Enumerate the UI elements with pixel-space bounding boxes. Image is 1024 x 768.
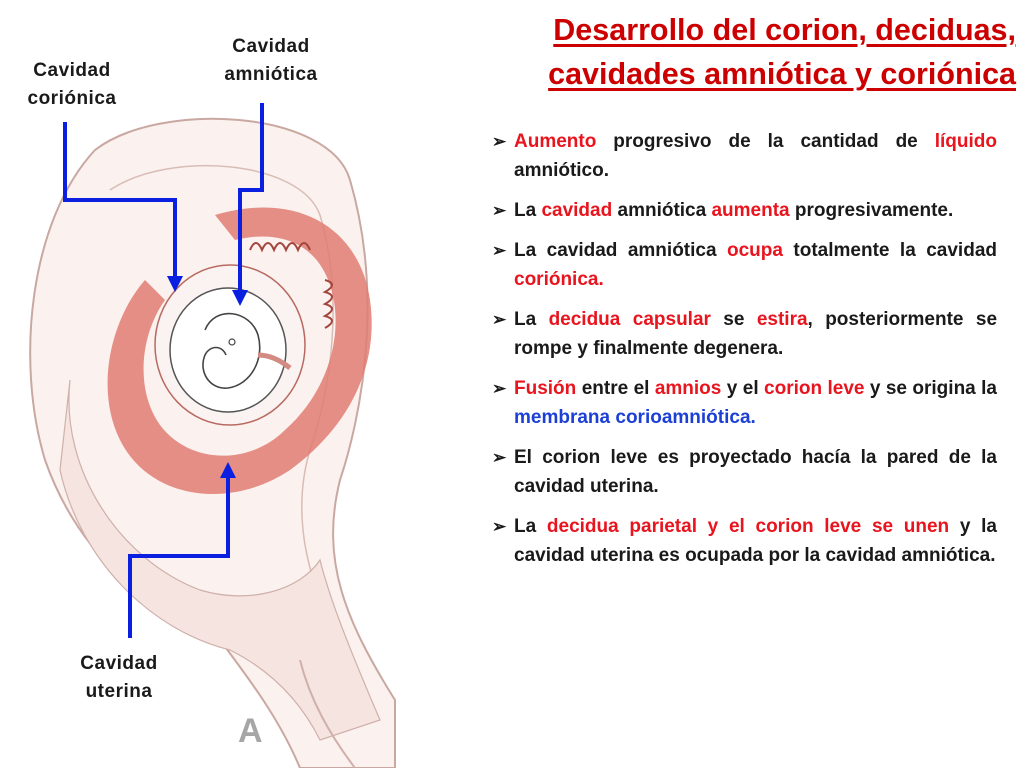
- uterine-wall-inner: [109, 164, 334, 621]
- bullet-item: ➢ El corion leve es proyectado hacía la p…: [492, 443, 997, 501]
- decidua-chorion-band: [107, 207, 372, 494]
- bullet-text: La: [514, 309, 549, 330]
- bullet-text: [620, 309, 632, 330]
- arrow-corionica: [63, 122, 177, 280]
- label-cavidad-uterina: Cavidad uterina: [80, 653, 158, 702]
- bullet-text: y el: [721, 378, 765, 399]
- bullet-highlight: decidua: [548, 309, 621, 330]
- bullet-list: ➢ Aumento progresivo de la cantidad de lí…: [492, 127, 997, 581]
- bullet-text: totalmente la cavidad: [782, 240, 997, 261]
- arrow-bullet-icon: ➢: [492, 132, 507, 151]
- bullet-text: La: [514, 516, 547, 537]
- bullet-highlight: capsular: [632, 309, 711, 330]
- connecting-stalk: [257, 352, 292, 370]
- embryo-eye: [228, 338, 236, 346]
- arrow-bullet-icon: ➢: [492, 517, 507, 536]
- bullet-highlight: decidua parietal y el corion leve se une…: [546, 516, 950, 537]
- arrow-bullet-icon: ➢: [492, 241, 507, 260]
- bullet-item: ➢ La cavidad amniótica aumenta progresiva…: [492, 196, 997, 225]
- bullet-highlight: estira: [756, 309, 808, 330]
- arrow-amniotica-head: [232, 290, 248, 306]
- bullet-text: , posteriormente se rompe y finalmente d…: [514, 309, 998, 359]
- arrow-uterina: [128, 474, 230, 638]
- chorionic-villi: [249, 242, 333, 329]
- bullet-highlight: aumenta: [711, 200, 790, 221]
- arrow-bullet-icon: ➢: [492, 310, 507, 329]
- title-line-2: cavidades amniótica y coriónica: [548, 57, 1016, 91]
- bullet-highlight: amnios: [654, 378, 722, 399]
- bullet-text: progresivamente.: [789, 200, 954, 221]
- bullet-highlight: Fusión: [514, 378, 577, 399]
- bullet-item: ➢ Fusión entre el amnios y el corion leve…: [492, 374, 997, 432]
- slide-title: Desarrollo del corion, deciduas, cavidad…: [402, 8, 1016, 96]
- embryo: [202, 312, 261, 389]
- bullet-text: amniótica: [612, 200, 712, 221]
- bullet-text: progresivo de la cantidad de: [596, 131, 935, 152]
- bullet-highlight: corion leve: [764, 378, 865, 399]
- bullet-text: La: [514, 200, 542, 221]
- title-line-1: Desarrollo del corion, deciduas,: [553, 13, 1016, 47]
- bullet-item: ➢ La decidua capsular se estira, posterio…: [492, 305, 997, 363]
- bullet-highlight: Aumento: [514, 131, 597, 152]
- bullet-item: ➢ Aumento progresivo de la cantidad de lí…: [492, 127, 997, 185]
- bullet-highlight: líquido: [934, 131, 997, 152]
- label-cavidad-corionica: Cavidad coriónica: [27, 60, 117, 109]
- arrow-bullet-icon: ➢: [492, 201, 507, 220]
- bullet-highlight: cavidad: [541, 200, 613, 221]
- bullet-text: y la cavidad uterina es ocupada por la c…: [514, 516, 997, 566]
- bullet-highlight: membrana corioamniótica.: [514, 407, 756, 428]
- bullet-highlight: coriónica.: [514, 269, 604, 290]
- bullet-text: La cavidad amniótica: [514, 240, 727, 261]
- arrow-bullet-icon: ➢: [492, 379, 507, 398]
- bullet-text: y se origina la: [864, 378, 997, 399]
- bullet-text: El corion leve es proyectado hacía la pa…: [514, 447, 997, 497]
- bullet-highlight: ocupa: [727, 240, 783, 261]
- uterus-embryo-illustration: A: [29, 103, 396, 768]
- figure-letter: A: [238, 712, 263, 750]
- label-cavidad-amniotica: Cavidad amniótica: [224, 36, 318, 85]
- arrow-uterina-head: [220, 462, 236, 478]
- uterine-cavity-shape: [59, 379, 381, 741]
- bullet-item: ➢ La cavidad amniótica ocupa totalmente l…: [492, 236, 997, 294]
- bullet-text: entre el: [576, 378, 655, 399]
- arrow-bullet-icon: ➢: [492, 448, 507, 467]
- arrow-amniotica: [238, 103, 264, 295]
- bullet-text: amniótico.: [514, 160, 610, 181]
- cervix: [299, 659, 356, 768]
- arrow-corionica-head: [167, 276, 183, 292]
- bullet-item: ➢ La decidua parietal y el corion leve se…: [492, 512, 997, 570]
- amniotic-cavity: [169, 287, 287, 413]
- bullet-text: se: [710, 309, 757, 330]
